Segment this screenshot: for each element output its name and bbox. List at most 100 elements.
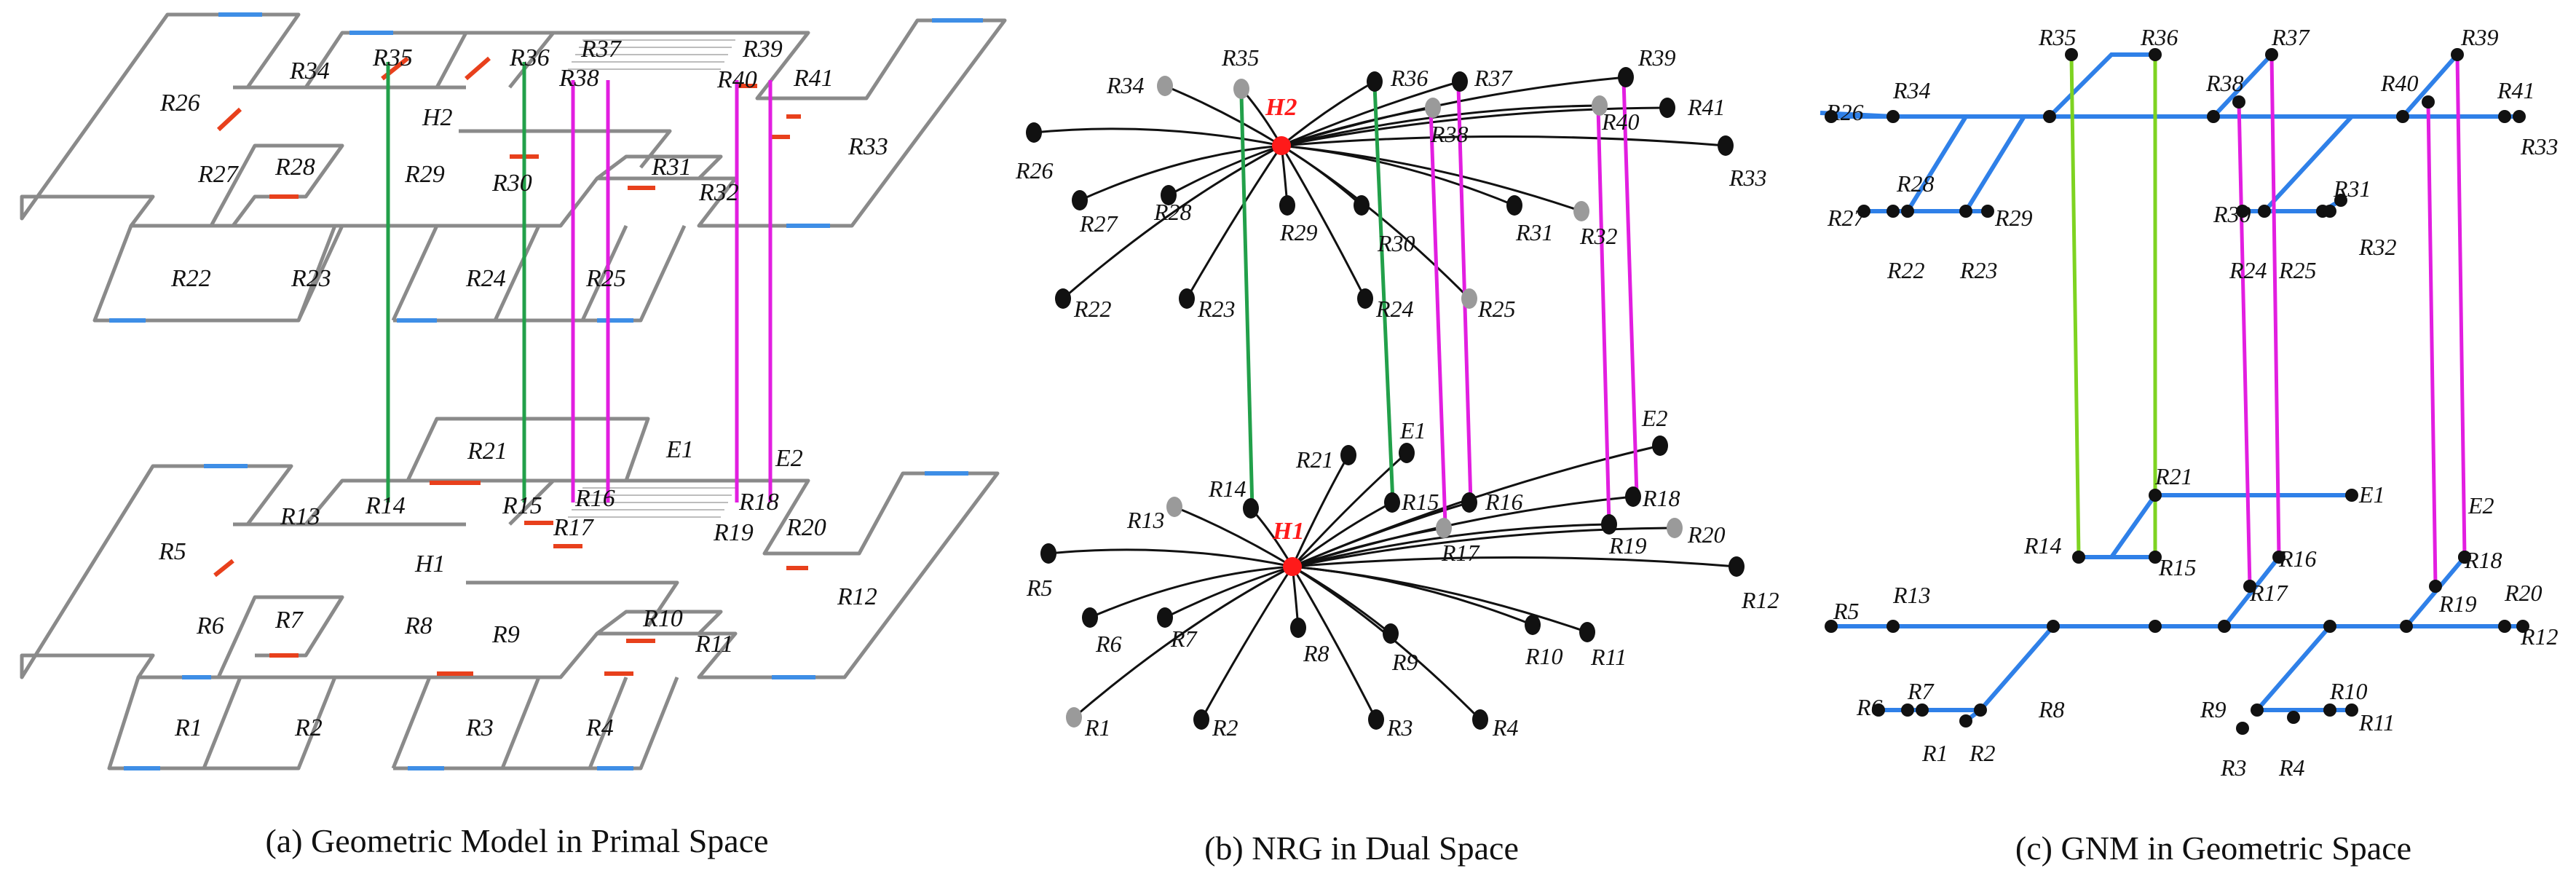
nrg-edge-h1-r6 xyxy=(1089,565,1293,619)
gnm-edge-5 xyxy=(2047,52,2155,119)
gnm-label-r25: R25 xyxy=(2278,257,2317,283)
primal-label-r11: R11 xyxy=(695,631,733,658)
primal-label-r6: R6 xyxy=(196,612,224,639)
gnm-node-r34 xyxy=(1886,110,1900,123)
panel-a-elevator-links xyxy=(571,80,773,502)
nrg-label-r40: R40 xyxy=(1601,109,1640,135)
caption-c: (c) GNM in Geometric Space xyxy=(2015,829,2411,867)
gnm-label-e2: E2 xyxy=(2468,492,2494,519)
gnm-node-r5 xyxy=(1825,620,1838,633)
gnm-link-r40-r19 xyxy=(2426,101,2438,587)
nrg-label-r39: R39 xyxy=(1637,44,1676,71)
nrg-label-r35: R35 xyxy=(1221,44,1260,71)
nrg-label-r17: R17 xyxy=(1441,540,1481,566)
gnm-node-r33 xyxy=(2513,110,2526,123)
nrg-edge-h2-r36 xyxy=(1281,80,1375,147)
gnm-node-r17 xyxy=(2243,580,2256,593)
primal-label-r19: R19 xyxy=(713,519,754,546)
nrg-label-r5: R5 xyxy=(1026,575,1053,601)
gnm-edge-3 xyxy=(1908,115,2026,213)
gnm-node-e1 xyxy=(2345,489,2358,502)
gnm-junction-j5 xyxy=(2218,620,2231,633)
nrg-edge-h1-r1 xyxy=(1073,565,1293,719)
primal-label-r24: R24 xyxy=(465,265,506,292)
nrg-edge-h1-r19 xyxy=(1292,523,1610,568)
nrg-label-r13: R13 xyxy=(1126,507,1165,533)
primal-label-r40: R40 xyxy=(716,66,757,93)
gnm-node-r9 xyxy=(2251,703,2264,717)
primal-label-r8: R8 xyxy=(404,612,432,639)
nrg-node-r17 xyxy=(1436,518,1452,538)
nrg-label-r22: R22 xyxy=(1073,296,1112,322)
nrg-node-r27 xyxy=(1072,190,1088,210)
gnm-edges xyxy=(1820,52,2523,723)
gnm-label-r30: R30 xyxy=(2213,201,2251,227)
gnm-junction-j2 xyxy=(2207,110,2220,123)
nrg-label-r31: R31 xyxy=(1515,219,1554,245)
nrg-nodes xyxy=(1026,67,1745,730)
primal-label-r18: R18 xyxy=(738,489,779,516)
nrg-hub-h2 xyxy=(1272,136,1291,155)
gnm-node-r22 xyxy=(1886,205,1900,218)
gnm-label-r9: R9 xyxy=(2200,696,2227,722)
nrg-node-r26 xyxy=(1026,122,1042,143)
gnm-junction-j6 xyxy=(2323,620,2336,633)
gnm-edge-7 xyxy=(2401,53,2460,118)
gnm-label-r4: R4 xyxy=(2278,754,2305,781)
primal-label-r29: R29 xyxy=(404,161,445,188)
nrg-edge-h1-r2 xyxy=(1200,566,1294,720)
upper-windows xyxy=(109,12,983,323)
nrg-edge-h2-r23 xyxy=(1185,145,1283,299)
nrg-label-r15: R15 xyxy=(1401,489,1439,515)
nrg-node-r30 xyxy=(1354,195,1370,216)
gnm-link-r37-r16 xyxy=(2269,54,2281,558)
gnm-junction-j7 xyxy=(2400,620,2413,633)
gnm-edge-2 xyxy=(1864,115,1968,213)
nrg-label-r32: R32 xyxy=(1579,223,1618,249)
nrg-node-r14 xyxy=(1243,498,1259,519)
primal-label-r27: R27 xyxy=(197,161,240,188)
gnm-node-r41 xyxy=(2498,110,2511,123)
gnm-label-r17: R17 xyxy=(2249,580,2289,606)
nrg-label-r7: R7 xyxy=(1170,626,1198,652)
gnm-junction-j3 xyxy=(2396,110,2409,123)
gnm-node-r28 xyxy=(1901,205,1914,218)
gnm-link-r35-r14 xyxy=(2069,54,2081,558)
nrg-edge-h1-r21 xyxy=(1291,454,1350,567)
nrg-label-r11: R11 xyxy=(1590,644,1627,670)
nrg-node-r34 xyxy=(1157,76,1173,96)
primal-label-r31: R31 xyxy=(651,154,692,181)
gnm-label-r38: R38 xyxy=(2205,70,2244,96)
gnm-node-r13 xyxy=(1886,620,1900,633)
gnm-node-r29 xyxy=(1981,205,1994,218)
nrg-label-r41: R41 xyxy=(1687,94,1726,120)
gnm-label-r6: R6 xyxy=(1856,694,1883,720)
gnm-label-r20: R20 xyxy=(2504,580,2543,606)
gnm-label-r8: R8 xyxy=(2038,696,2065,722)
gnm-link-r38-r17 xyxy=(2237,101,2252,587)
gnm-label-r34: R34 xyxy=(1892,77,1931,103)
caption-a: (a) Geometric Model in Primal Space xyxy=(265,822,768,859)
nrg-node-r21 xyxy=(1340,445,1356,465)
gnm-interfloor-links xyxy=(2069,54,2467,587)
gnm-node-r6 xyxy=(1872,703,1885,717)
gnm-node-r7 xyxy=(1901,703,1914,717)
nrg-label-r3: R3 xyxy=(1386,714,1413,741)
gnm-label-r37: R37 xyxy=(2271,24,2311,50)
nrg-label-r12: R12 xyxy=(1741,587,1779,613)
gnm-node-r32 xyxy=(2323,205,2336,218)
gnm-label-r7: R7 xyxy=(1907,678,1935,704)
nrg-node-r23 xyxy=(1179,288,1195,309)
gnm-node-r14 xyxy=(2072,551,2085,564)
nrg-node-r6 xyxy=(1082,607,1098,628)
nrg-edge-h2-r31 xyxy=(1281,144,1515,207)
gnm-label-r2: R2 xyxy=(1969,740,1996,766)
nrg-node-r41 xyxy=(1659,98,1675,118)
gnm-edge-12 xyxy=(1878,625,2055,712)
gnm-node-r4 xyxy=(2287,711,2300,724)
nrg-node-e1 xyxy=(1399,443,1415,463)
nrg-edge-h1-r7 xyxy=(1164,565,1293,619)
upper-stairs-area xyxy=(568,39,735,70)
